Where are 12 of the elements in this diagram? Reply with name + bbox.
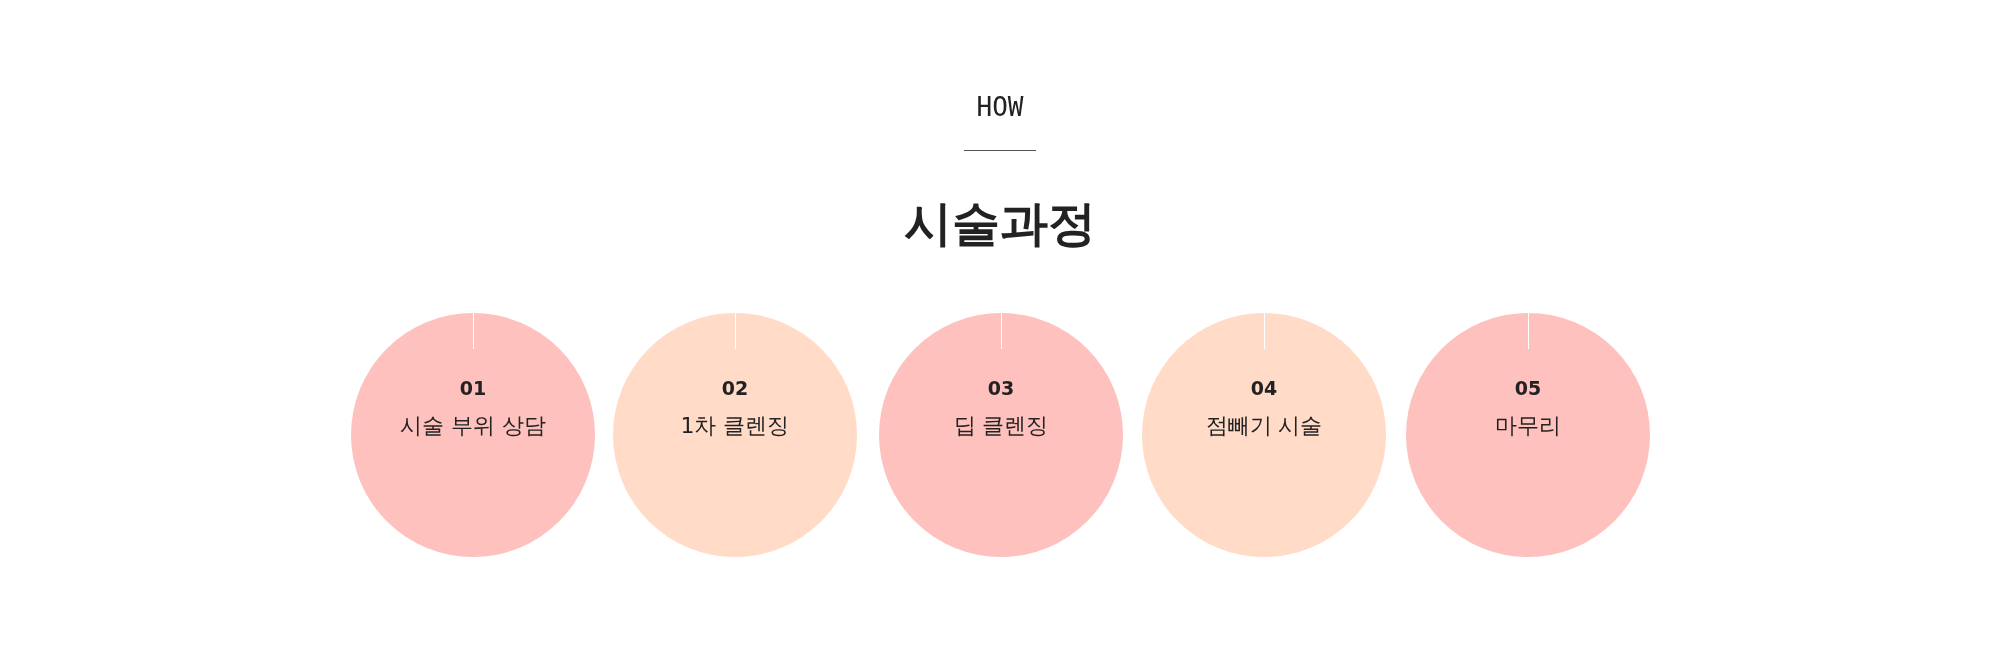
step-label: 딥 클렌징 bbox=[952, 412, 1050, 440]
title: 시술과정 bbox=[903, 194, 1097, 253]
step-number: 03 bbox=[986, 377, 1016, 399]
step-number: 05 bbox=[1513, 377, 1543, 399]
step-label: 점빼기 시술 bbox=[1204, 412, 1324, 440]
step-number: 02 bbox=[720, 377, 750, 399]
step-number: 04 bbox=[1249, 377, 1279, 399]
step-number: 01 bbox=[458, 377, 488, 399]
step-label: 시술 부위 상담 bbox=[399, 412, 547, 440]
step-label: 1차 클렌징 bbox=[679, 412, 791, 440]
eyebrow-text: HOW bbox=[975, 92, 1025, 122]
step-label: 마무리 bbox=[1494, 412, 1562, 440]
